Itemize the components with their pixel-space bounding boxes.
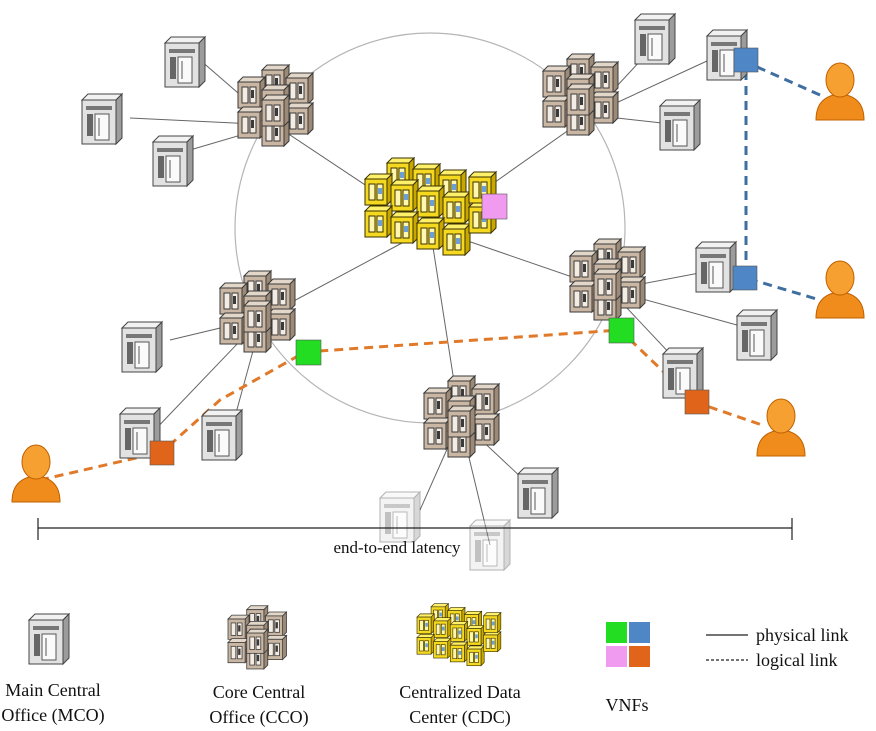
legend-cco-label-line2: Office (CCO) [209,707,308,728]
mco-node [121,321,163,373]
cco-node [570,239,645,320]
legend-mco-label-line1: Main Central [5,680,100,700]
legend-cdc-icon [417,604,501,666]
legend-physical-label: physical link [756,625,849,645]
mco-node [695,241,737,293]
user-icon [815,260,865,319]
vnf-green [295,339,322,366]
cco-node [220,271,295,352]
legend-cdc-label-line1: Centralized Data [399,682,520,702]
user-icon [11,444,61,503]
legend-vnf-orange [629,646,650,667]
vnf-blue [732,265,758,291]
vnf-blue [733,47,759,73]
mco-node [152,135,194,187]
legend-vnf-label: VNFs [605,695,648,715]
legend-cdc-label-line2: Center (CDC) [409,707,510,728]
latency-bracket [37,518,793,540]
mco-node [164,36,206,88]
vnf-orange [684,389,710,415]
mco-node [634,13,676,65]
mco-node-faded [379,491,511,571]
legend: Main Central Office (MCO) Core Central O… [1,604,849,728]
user-icon [756,398,806,457]
mco-node [736,309,778,361]
legend-vnf-blue [629,622,650,643]
cco-node [424,376,499,457]
mco-node [201,409,243,461]
mco-node [81,93,123,145]
legend-vnf-green [606,622,627,643]
vnf-pink [481,193,508,220]
vnf-green [608,317,635,344]
cco-node [543,54,618,135]
legend-logical-label: logical link [756,650,837,670]
vnf-orange [149,440,175,466]
latency-label: end-to-end latency [334,538,461,557]
legend-mco-label-line2: Office (MCO) [1,705,104,726]
cco-node [238,65,313,146]
legend-cco-icon [228,606,287,669]
user-icon [815,62,865,121]
mco-node [659,99,701,151]
cdc-node [365,158,496,255]
legend-cco-label-line1: Core Central [213,682,305,702]
mco-node [517,467,559,519]
legend-mco-icon [28,613,70,665]
logical-link-blue [744,59,821,302]
legend-vnf-pink [606,646,627,667]
